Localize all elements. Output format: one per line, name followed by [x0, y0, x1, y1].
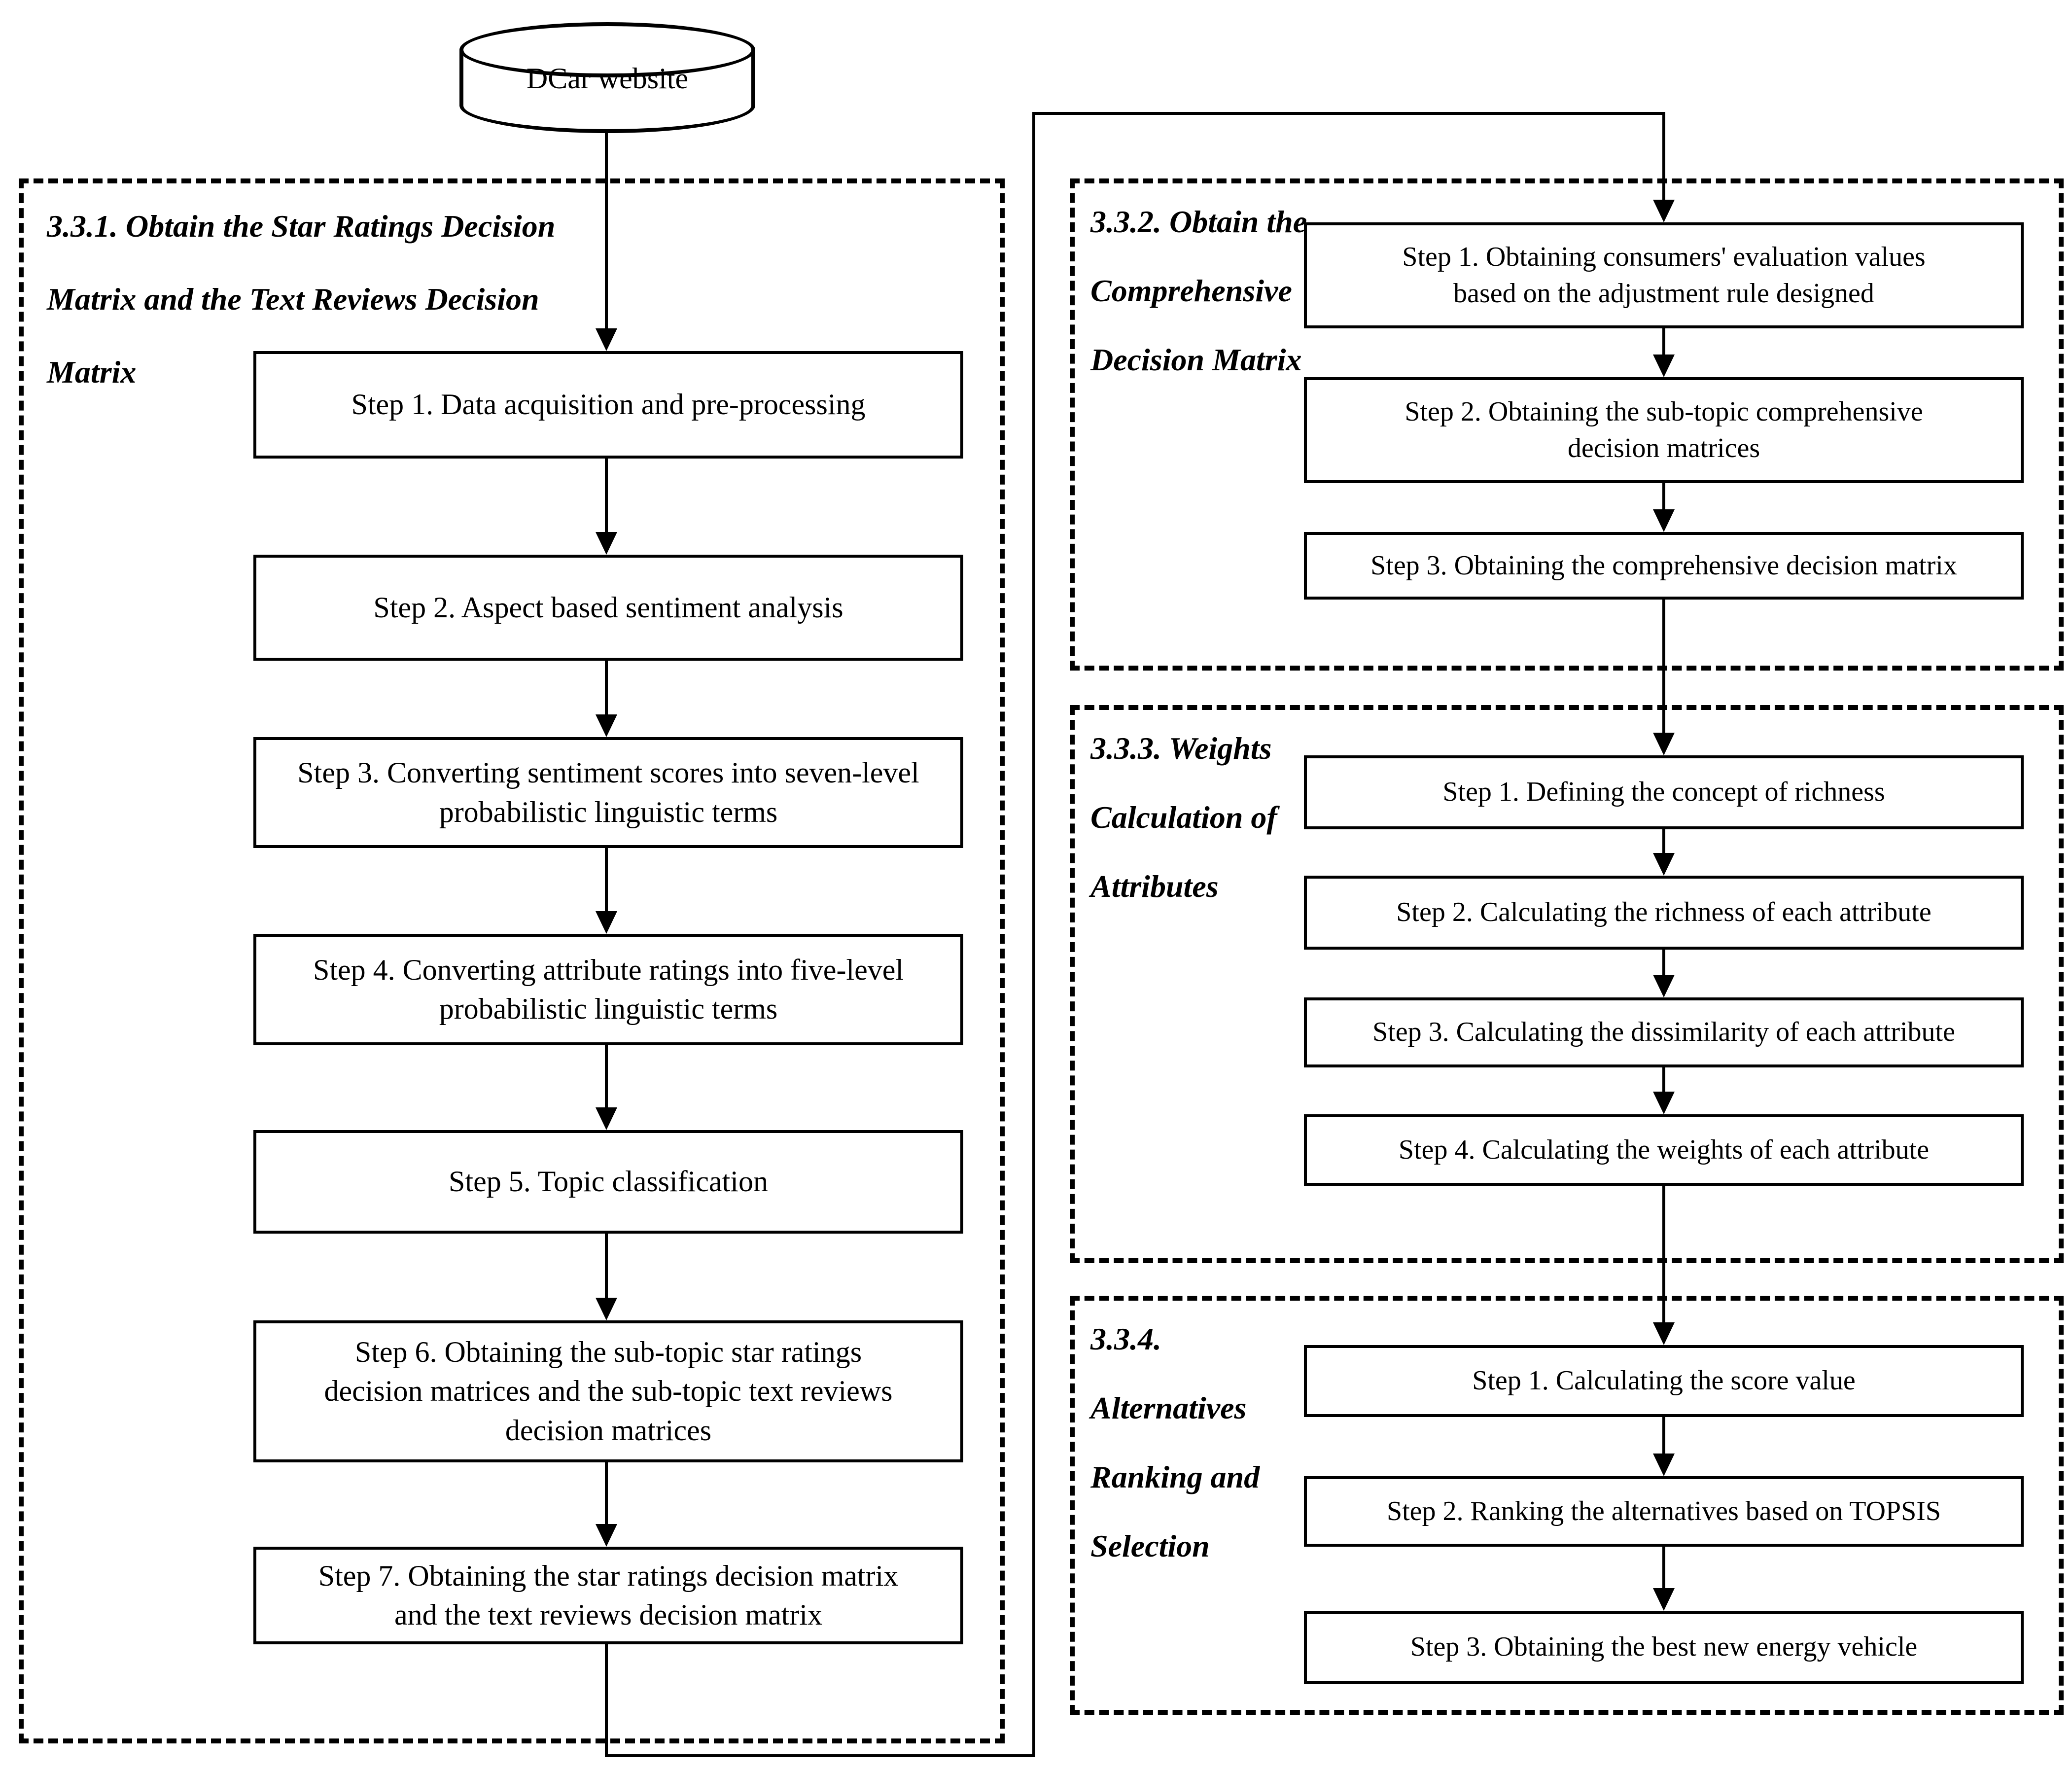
connector-331-4-5	[605, 1045, 608, 1108]
flow-step-box-331-6: Step 6. Obtaining the sub-topic star rat…	[253, 1320, 963, 1462]
flow-step-box-332-3: Step 3. Obtaining the comprehensive deci…	[1304, 532, 2024, 600]
data-source-label: DCar website	[526, 62, 689, 95]
connector-331-1-2	[605, 459, 608, 533]
arrowhead-into-331-1	[596, 328, 617, 351]
connector-331-3-4	[605, 848, 608, 912]
flow-step-box-333-4: Step 4. Calculating the weights of each …	[1304, 1114, 2024, 1186]
connector-331-2-3	[605, 661, 608, 715]
arrowhead-into-332-1	[1653, 200, 1675, 222]
connector-loop-into-332	[1662, 112, 1665, 202]
flow-step-box-331-1: Step 1. Data acquisition and pre-process…	[253, 351, 963, 459]
section-container-334	[1070, 1296, 2064, 1715]
flow-step-box-332-1: Step 1. Obtaining consumers' evaluation …	[1304, 222, 2024, 328]
flow-step-box-333-2: Step 2. Calculating the richness of each…	[1304, 876, 2024, 950]
connector-loop-down	[605, 1644, 608, 1757]
connector-332-to-333	[1662, 600, 1665, 734]
section-container-332	[1070, 178, 2064, 671]
section-title-331: 3.3.1. Obtain the Star Ratings Decision …	[47, 209, 556, 390]
arrowhead-into-333-4	[1653, 1092, 1675, 1114]
connector-source-to-step1	[605, 133, 608, 329]
connector-334-1-2	[1662, 1417, 1665, 1454]
flow-step-box-333-1: Step 1. Defining the concept of richness	[1304, 755, 2024, 829]
arrowhead-into-333-1	[1653, 733, 1675, 755]
flow-step-box-331-3: Step 3. Converting sentiment scores into…	[253, 737, 963, 848]
cylinder-top-ellipse	[459, 22, 755, 77]
connector-333-2-3	[1662, 950, 1665, 976]
section-title-332: 3.3.2. Obtain the Comprehensive Decision…	[1090, 204, 1307, 377]
flow-step-box-331-2: Step 2. Aspect based sentiment analysis	[253, 555, 963, 661]
flow-step-box-331-7: Step 7. Obtaining the star ratings decis…	[253, 1547, 963, 1644]
arrowhead-into-331-3	[596, 714, 617, 737]
connector-loop-top	[1032, 112, 1665, 115]
section-container-331	[19, 178, 1005, 1743]
flow-step-box-333-3: Step 3. Calculating the dissimilarity of…	[1304, 997, 2024, 1067]
flow-step-box-334-3: Step 3. Obtaining the best new energy ve…	[1304, 1611, 2024, 1684]
arrowhead-into-331-7	[596, 1524, 617, 1547]
flow-step-box-331-4: Step 4. Converting attribute ratings int…	[253, 934, 963, 1045]
arrowhead-into-331-2	[596, 532, 617, 555]
connector-332-2-3	[1662, 483, 1665, 510]
arrowhead-into-334-3	[1653, 1588, 1675, 1611]
connector-333-3-4	[1662, 1067, 1665, 1093]
section-title-334: 3.3.4. Alternatives Ranking and Selectio…	[1090, 1321, 1260, 1563]
connector-331-5-6	[605, 1234, 608, 1299]
arrowhead-into-333-3	[1653, 975, 1675, 997]
connector-loop-bottom	[605, 1754, 1035, 1757]
connector-loop-up	[1032, 113, 1035, 1757]
arrowhead-into-333-2	[1653, 853, 1675, 876]
connector-331-6-7	[605, 1462, 608, 1525]
connector-334-2-3	[1662, 1547, 1665, 1589]
flow-step-box-331-5: Step 5. Topic classification	[253, 1130, 963, 1234]
arrowhead-into-332-3	[1653, 509, 1675, 532]
connector-332-1-2	[1662, 328, 1665, 355]
connector-333-to-334	[1662, 1186, 1665, 1323]
arrowhead-into-331-6	[596, 1298, 617, 1320]
section-title-333: 3.3.3. Weights Calculation of Attributes	[1090, 731, 1277, 904]
section-container-333	[1070, 705, 2064, 1263]
connector-333-1-2	[1662, 829, 1665, 854]
arrowhead-into-334-2	[1653, 1454, 1675, 1476]
flow-step-box-332-2: Step 2. Obtaining the sub-topic comprehe…	[1304, 377, 2024, 483]
flow-step-box-334-1: Step 1. Calculating the score value	[1304, 1345, 2024, 1417]
arrowhead-into-332-2	[1653, 355, 1675, 377]
arrowhead-into-334-1	[1653, 1322, 1675, 1345]
arrowhead-into-331-5	[596, 1107, 617, 1130]
arrowhead-into-331-4	[596, 911, 617, 934]
flow-step-box-334-2: Step 2. Ranking the alternatives based o…	[1304, 1476, 2024, 1547]
